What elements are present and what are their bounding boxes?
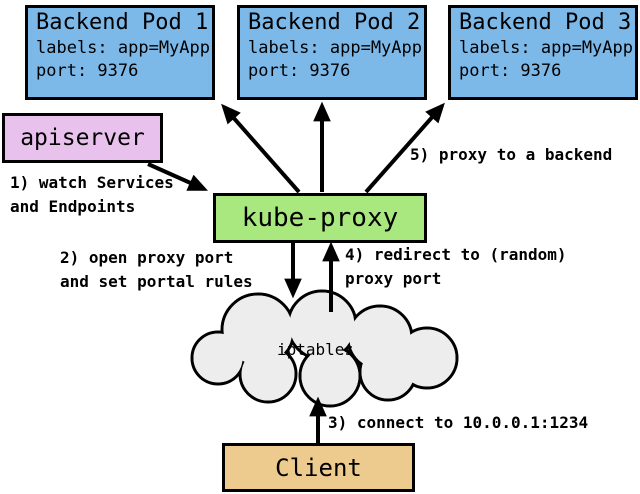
pod-title: Backend Pod 2 (248, 10, 421, 35)
iptables-label: iptables (277, 340, 355, 359)
arrow-kubeproxy-to-pod3 (364, 102, 445, 194)
kube-proxy-node: kube-proxy (213, 193, 427, 243)
pod-labels: labels: app=MyApp (36, 38, 210, 58)
arrow-apiserver-to-kubeproxy (147, 162, 209, 191)
backend-pod-3: Backend Pod 3 labels: app=MyApp port: 93… (448, 5, 638, 100)
step-5-proxy-to-backend: 5) proxy to a backend (410, 145, 613, 164)
step-1-watch-services: 1) watch Services and Endpoints (10, 173, 174, 216)
client-node: Client (222, 443, 415, 492)
apiserver-label: apiserver (20, 125, 145, 151)
step-3-connect: 3) connect to 10.0.0.1:1234 (328, 413, 589, 432)
kube-proxy-label: kube-proxy (241, 203, 399, 233)
pod-port: port: 9376 (36, 61, 139, 81)
pod-port: port: 9376 (459, 61, 562, 81)
step-4-redirect: 4) redirect to (random) proxy port (345, 245, 567, 288)
step-2-open-proxy-port: 2) open proxy port and set portal rules (60, 248, 253, 291)
pod-port: port: 9376 (248, 61, 351, 81)
client-label: Client (275, 453, 362, 482)
arrow-kubeproxy-to-pod1 (221, 103, 301, 194)
pod-title: Backend Pod 1 (36, 10, 209, 35)
pod-labels: labels: app=MyApp (459, 38, 633, 58)
apiserver-node: apiserver (2, 113, 163, 163)
iptables-cloud (190, 289, 459, 408)
pod-title: Backend Pod 3 (459, 10, 632, 35)
backend-pod-1: Backend Pod 1 labels: app=MyApp port: 93… (25, 5, 215, 100)
backend-pod-2: Backend Pod 2 labels: app=MyApp port: 93… (237, 5, 427, 100)
pod-labels: labels: app=MyApp (248, 38, 422, 58)
